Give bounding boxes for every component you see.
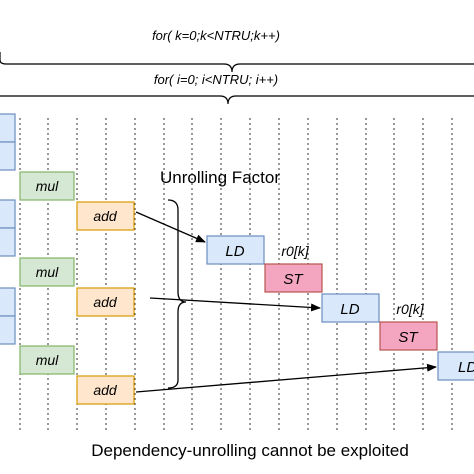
caption: Dependency-unrolling cannot be exploited [91,441,409,460]
load-op-2: LD [321,293,380,323]
unrolling-factor-label: Unrolling Factor [160,168,280,187]
outer-loop-label: for( k=0;k<NTRU;k++) [152,28,280,43]
store-op-2: ST [379,321,438,351]
register-label-2: r0[k] [396,301,424,317]
ld-label: LD [340,301,359,318]
dependency-arrows [135,211,437,393]
mul-label: mul [36,264,59,280]
dependency-arrow-1 [135,211,206,243]
load-op-3: LD [437,351,474,381]
mul-label: mul [36,178,59,194]
outer-loop-brace [0,52,474,73]
mul-label: mul [36,352,59,368]
load-box [0,287,16,317]
load-box [0,315,16,345]
add-op-3: add [76,375,135,405]
store-op-1: ST [264,263,323,293]
st-label: ST [398,329,419,346]
register-label-1: r0[k] [281,243,309,259]
add-op-2: add [76,287,135,317]
add-label: add [93,294,118,310]
inner-loop-brace [0,95,474,105]
dependency-arrow-3 [135,363,437,393]
load-box [0,227,16,257]
load-box [0,199,16,229]
add-label: add [93,208,118,224]
time-grid [19,118,453,430]
st-label: ST [283,271,304,288]
mul-op-3: mul [19,345,75,375]
load-column [0,113,16,345]
mul-op-2: mul [19,257,75,287]
add-op-1: add [76,201,135,231]
mul-op-1: mul [19,171,75,201]
ld-label: LD [458,359,474,376]
inner-loop-label: for( i=0; i<NTRU; i++) [154,72,278,87]
ld-label: LD [225,243,244,260]
load-box [0,141,16,171]
unrolling-brace [167,199,187,389]
load-op-1: LD [206,235,265,265]
load-box [0,113,16,143]
add-label: add [93,382,118,398]
dependency-arrow-2 [149,297,321,312]
